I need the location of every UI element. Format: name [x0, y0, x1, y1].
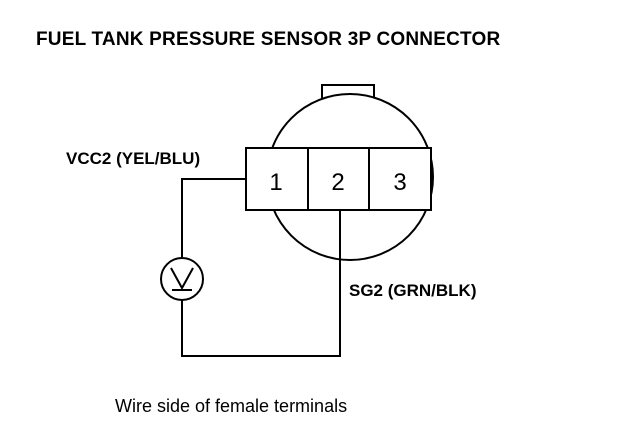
sg2-wire-label: SG2 (GRN/BLK): [349, 281, 477, 300]
terminal-1-box: [245, 147, 309, 211]
terminal-1-number: 1: [269, 169, 282, 196]
terminal-3-number: 3: [393, 169, 406, 196]
voltmeter-icon: [160, 257, 204, 301]
connector-lock-tab: [321, 84, 375, 99]
diagram-caption: Wire side of female terminals: [115, 396, 348, 416]
vcc2-wire-label: VCC2 (YEL/BLU): [66, 149, 201, 168]
test-wire: [181, 178, 341, 357]
terminal-3-box: [368, 147, 432, 211]
terminal-2-number: 2: [331, 169, 344, 196]
diagram-title: FUEL TANK PRESSURE SENSOR 3P CONNECTOR: [36, 29, 501, 50]
